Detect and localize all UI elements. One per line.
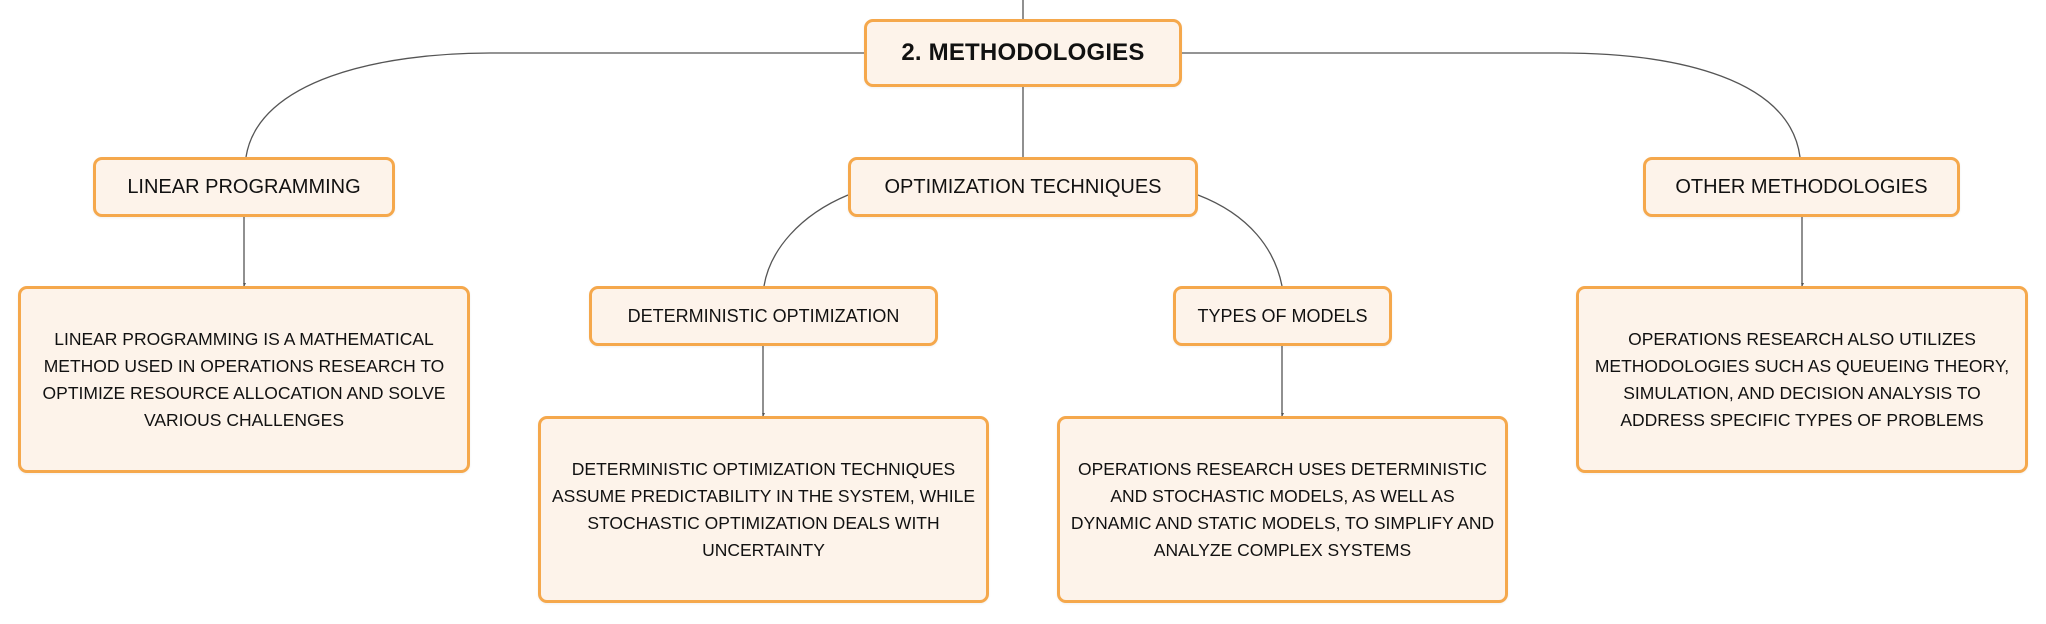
node-label: TYPES OF MODELS [1197,305,1368,326]
node-label: DETERMINISTIC OPTIMIZATION [627,305,900,326]
node-linear-programming-description[interactable]: LINEAR PROGRAMMING IS A MATHEMATICAL MET… [18,286,470,473]
node-description-text: DETERMINISTIC OPTIMIZATION TECHNIQUES AS… [552,458,975,560]
arrowhead-determ [762,413,765,416]
connector-root-linear [245,52,864,158]
root-node-label: 2. METHODOLOGIES [901,39,1145,66]
connector-optim-types [1197,194,1283,287]
node-linear-programming[interactable]: LINEAR PROGRAMMING [93,157,395,217]
arrowhead-other [1801,283,1804,286]
node-other-methodologies[interactable]: OTHER METHODOLOGIES [1643,157,1960,217]
node-types-of-models-description[interactable]: OPERATIONS RESEARCH USES DETERMINISTIC A… [1057,416,1508,603]
node-other-methodologies-description[interactable]: OPERATIONS RESEARCH ALSO UTILIZES METHOD… [1576,286,2028,473]
node-optimization-techniques[interactable]: OPTIMIZATION TECHNIQUES [848,157,1198,217]
connector-optim-determ [763,194,849,287]
arrowhead-linear [243,283,246,286]
node-description-text: OPERATIONS RESEARCH ALSO UTILIZES METHOD… [1594,328,2010,430]
node-label: OPTIMIZATION TECHNIQUES [884,175,1162,198]
connector-root-other [1182,52,1801,158]
node-types-of-models[interactable]: TYPES OF MODELS [1173,286,1392,346]
node-label: OTHER METHODOLOGIES [1675,175,1928,198]
node-description-text: LINEAR PROGRAMMING IS A MATHEMATICAL MET… [42,328,446,430]
arrowhead-types [1281,413,1284,416]
node-description-text: OPERATIONS RESEARCH USES DETERMINISTIC A… [1070,458,1495,560]
node-label: LINEAR PROGRAMMING [127,175,361,198]
node-deterministic-optimization-description[interactable]: DETERMINISTIC OPTIMIZATION TECHNIQUES AS… [538,416,989,603]
root-node-methodologies[interactable]: 2. METHODOLOGIES [864,19,1182,87]
node-deterministic-optimization[interactable]: DETERMINISTIC OPTIMIZATION [589,286,938,346]
